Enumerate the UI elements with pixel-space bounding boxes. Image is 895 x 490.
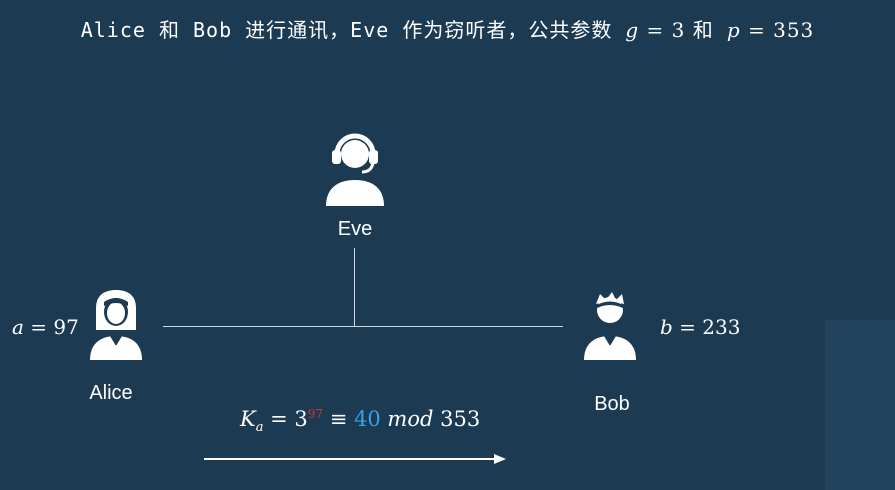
channel-line <box>163 326 563 327</box>
title-param-g: g = 3 <box>625 18 693 42</box>
eve-label: Eve <box>337 218 373 240</box>
exponent-value: 97 <box>307 407 324 421</box>
result-value: 40 <box>354 407 381 431</box>
male-user-icon <box>584 292 636 360</box>
bob-param: b = 233 <box>660 315 741 339</box>
transmit-arrow <box>204 454 506 464</box>
slide-title: Alice 和 Bob 进行通讯，Eve 作为窃听者，公共参数 g = 3 和 … <box>0 14 895 43</box>
title-text: Alice 和 Bob 进行通讯，Eve 作为窃听者，公共参数 <box>80 18 613 42</box>
corner-panel <box>825 320 895 490</box>
title-param-p: p = 353 <box>726 18 815 42</box>
key-equation: Ka = 397 ≡ 40 mod 353 <box>240 407 481 436</box>
alice-label: Alice <box>89 382 133 404</box>
female-user-icon <box>90 290 142 360</box>
title-and: 和 <box>692 18 714 42</box>
alice-param: a = 97 <box>12 315 79 339</box>
eavesdropper-headset-icon <box>326 133 384 206</box>
eve-tap-line <box>354 248 355 327</box>
bob-label: Bob <box>594 393 630 415</box>
